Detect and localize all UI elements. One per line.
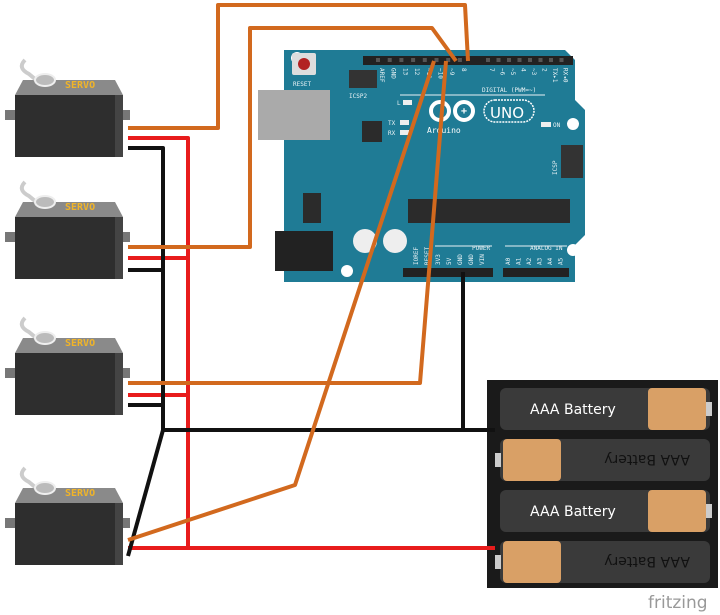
digital-pin-label: RX◂0 (562, 68, 569, 83)
digital-pin-label: ~9 (448, 68, 455, 76)
icsp2-header (349, 70, 377, 88)
battery-label: AAA Battery (604, 553, 690, 569)
signal-wire-servo-1[interactable] (128, 3, 470, 130)
aaa-battery-cell: AAA Battery (495, 439, 710, 481)
ground-wire-bus[interactable] (128, 146, 495, 432)
aaa-battery-cell: AAA Battery (500, 388, 712, 430)
rx-label: RX (388, 130, 396, 137)
servo-motor-4[interactable]: SERVO (5, 466, 130, 565)
digital-pin-label: ~10 (437, 68, 444, 79)
analog-label: ANALOG IN (530, 245, 563, 252)
tx-label: TX (388, 120, 396, 127)
icsp-header (561, 145, 583, 178)
arduino-logo: + UNO Arduino (427, 99, 535, 135)
servo-motor-1[interactable]: SERVO (5, 58, 130, 157)
power-pin-label: GND (468, 254, 475, 265)
icsp2-label: ICSP2 (349, 93, 367, 100)
digital-pin-label: ~3 (530, 68, 537, 76)
digital-pin-label: 13 (401, 68, 408, 76)
svg-text:+: + (461, 106, 467, 117)
analog-pin-label: A5 (558, 257, 565, 265)
digital-pin-label: 2 (541, 68, 548, 72)
digital-pin-label: ~5 (509, 68, 516, 76)
analog-pin-label: A4 (547, 257, 554, 265)
servo-label: SERVO (65, 338, 95, 349)
battery-label: AAA Battery (530, 402, 616, 418)
power-header (403, 268, 493, 277)
power-pin-label: 5V (446, 257, 453, 265)
power-pin-label: 3V3 (435, 254, 442, 265)
digital-pin-label: GND (390, 68, 397, 79)
power-pin-label: GND (457, 254, 464, 265)
servo-motor-3[interactable]: SERVO (5, 316, 130, 415)
wires (126, 3, 495, 557)
digital-pin-label: TX▸1 (551, 68, 558, 83)
reset-label: RESET (293, 81, 311, 88)
power-wire-bus[interactable] (128, 136, 495, 550)
signal-wire-servo-4[interactable] (127, 60, 436, 542)
l-led-label: L (397, 100, 401, 107)
digital-pin-label: 4 (520, 68, 527, 72)
power-pin-label: IOREF (413, 247, 420, 265)
battery-label: AAA Battery (604, 451, 690, 467)
uno-label: UNO (490, 104, 524, 122)
on-led-label: ON (553, 122, 561, 129)
servo-label: SERVO (65, 80, 95, 91)
analog-pin-label: A1 (516, 257, 523, 265)
digital-pin-label: 7 (488, 68, 495, 72)
servo-label: SERVO (65, 202, 95, 213)
icsp-label: ICSP (552, 160, 559, 175)
voltage-regulator (303, 193, 321, 223)
power-pin-label: VIN (479, 254, 486, 265)
ground-wire-servo-4[interactable] (126, 429, 165, 557)
aaa-battery-cell: AAA Battery (495, 541, 710, 583)
arduino-brand: Arduino (427, 126, 461, 135)
signal-wire-servo-2[interactable] (128, 26, 458, 249)
servo-motor-2[interactable]: SERVO (5, 180, 130, 279)
digital-pin-label: ~6 (499, 68, 506, 76)
digital-pin-label: 8 (460, 68, 467, 72)
servo-label: SERVO (65, 488, 95, 499)
digital-label: DIGITAL (PWM=~) (482, 87, 536, 94)
battery-label: AAA Battery (530, 504, 616, 520)
usb-port (258, 90, 330, 140)
digital-pin-label: 12 (413, 68, 420, 76)
signal-wire-servo-3[interactable] (128, 60, 448, 385)
analog-pin-label: A3 (537, 257, 544, 265)
power-pin-label: RESET (424, 247, 431, 265)
digital-pin-label: AREF (378, 68, 385, 83)
analog-pin-label: A0 (505, 257, 512, 265)
fritzing-watermark: fritzing (648, 593, 708, 613)
power-label: POWER (472, 245, 490, 252)
power-jack (275, 231, 333, 271)
analog-pin-label: A2 (526, 257, 533, 265)
analog-header (503, 268, 569, 277)
aaa-battery-cell: AAA Battery (500, 490, 712, 532)
